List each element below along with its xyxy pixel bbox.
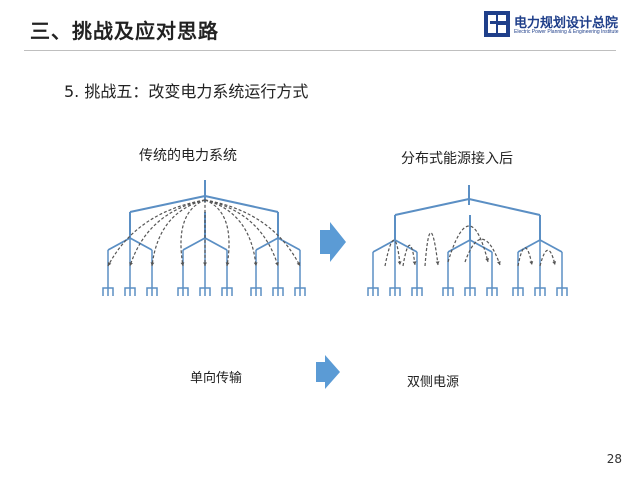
power-flow-curve	[447, 225, 489, 263]
power-flow-curve	[539, 249, 556, 267]
power-flow-arrowhead	[412, 261, 417, 265]
power-flow-arrowhead	[552, 261, 557, 265]
power-flow-arrowhead	[150, 262, 155, 266]
logo-name-en: Electric Power Planning & Engineering In…	[514, 29, 619, 35]
power-flow-arrowhead	[275, 262, 279, 266]
distributed-system-label: 分布式能源接入后	[401, 151, 513, 167]
power-flow-arrowhead	[296, 262, 301, 266]
slide-title: 三、挑战及应对思路	[30, 19, 219, 43]
load-node	[411, 280, 423, 296]
sub-branch	[255, 237, 301, 251]
header-divider	[24, 50, 616, 51]
load-node	[534, 280, 546, 296]
power-flow-arrowhead	[397, 261, 402, 265]
main-branch	[394, 198, 541, 216]
sub-branch	[107, 237, 153, 251]
power-flow-arrowhead	[203, 262, 207, 266]
load-node	[272, 280, 284, 296]
sub-branch	[517, 239, 563, 253]
sub-branch	[182, 237, 228, 251]
power-flow-curve	[204, 199, 257, 267]
power-flow-curve	[402, 244, 416, 267]
traditional-system-label: 传统的电力系统	[139, 148, 237, 164]
caption-arrow-icon	[316, 355, 340, 389]
load-node	[556, 280, 568, 296]
sub-branch	[372, 239, 418, 253]
power-flow-arrowhead	[129, 262, 133, 266]
load-node	[124, 280, 136, 296]
power-flow-curve	[204, 199, 230, 267]
load-node	[102, 280, 114, 296]
power-flow-curve	[151, 199, 206, 267]
dual-source-caption: 双侧电源	[407, 375, 460, 390]
main-branch	[129, 195, 279, 213]
load-node	[146, 280, 158, 296]
power-flow-curve	[180, 199, 206, 267]
load-node	[464, 280, 476, 296]
load-node	[512, 280, 524, 296]
institute-logo: 电力规划设计总院 Electric Power Planning & Engin…	[484, 8, 624, 42]
institute-logo-icon	[484, 11, 510, 37]
load-node	[389, 280, 401, 296]
power-flow-arrowhead	[435, 261, 440, 265]
one-way-transmission-caption: 单向传输	[190, 371, 243, 386]
power-flow-curve	[464, 238, 501, 266]
power-flow-arrowhead	[107, 262, 112, 266]
load-node	[294, 280, 306, 296]
power-flow-arrowhead	[485, 258, 490, 262]
power-flow-arrowhead	[180, 262, 185, 266]
load-node	[221, 280, 233, 296]
power-flow-arrowhead	[225, 262, 230, 266]
power-flow-curve	[204, 199, 301, 267]
power-flow-curve	[424, 232, 439, 267]
power-flow-arrowhead	[253, 262, 258, 266]
power-flow-curve	[384, 239, 401, 267]
page-number: 28	[606, 452, 622, 466]
power-flow-arrowhead	[497, 261, 501, 265]
load-node	[177, 280, 189, 296]
load-node	[199, 280, 211, 296]
load-node	[367, 280, 379, 296]
load-node	[250, 280, 262, 296]
load-node	[486, 280, 498, 296]
power-flow-curve	[204, 199, 279, 267]
power-flow-curve	[517, 247, 533, 267]
power-flow-curve	[129, 199, 206, 267]
power-flow-arrowhead	[529, 261, 534, 265]
section-subtitle: 5. 挑战五：改变电力系统运行方式	[64, 82, 309, 101]
load-node	[442, 280, 454, 296]
logo-name-cn: 电力规划设计总院	[514, 16, 619, 31]
transition-arrow-icon	[320, 222, 346, 262]
